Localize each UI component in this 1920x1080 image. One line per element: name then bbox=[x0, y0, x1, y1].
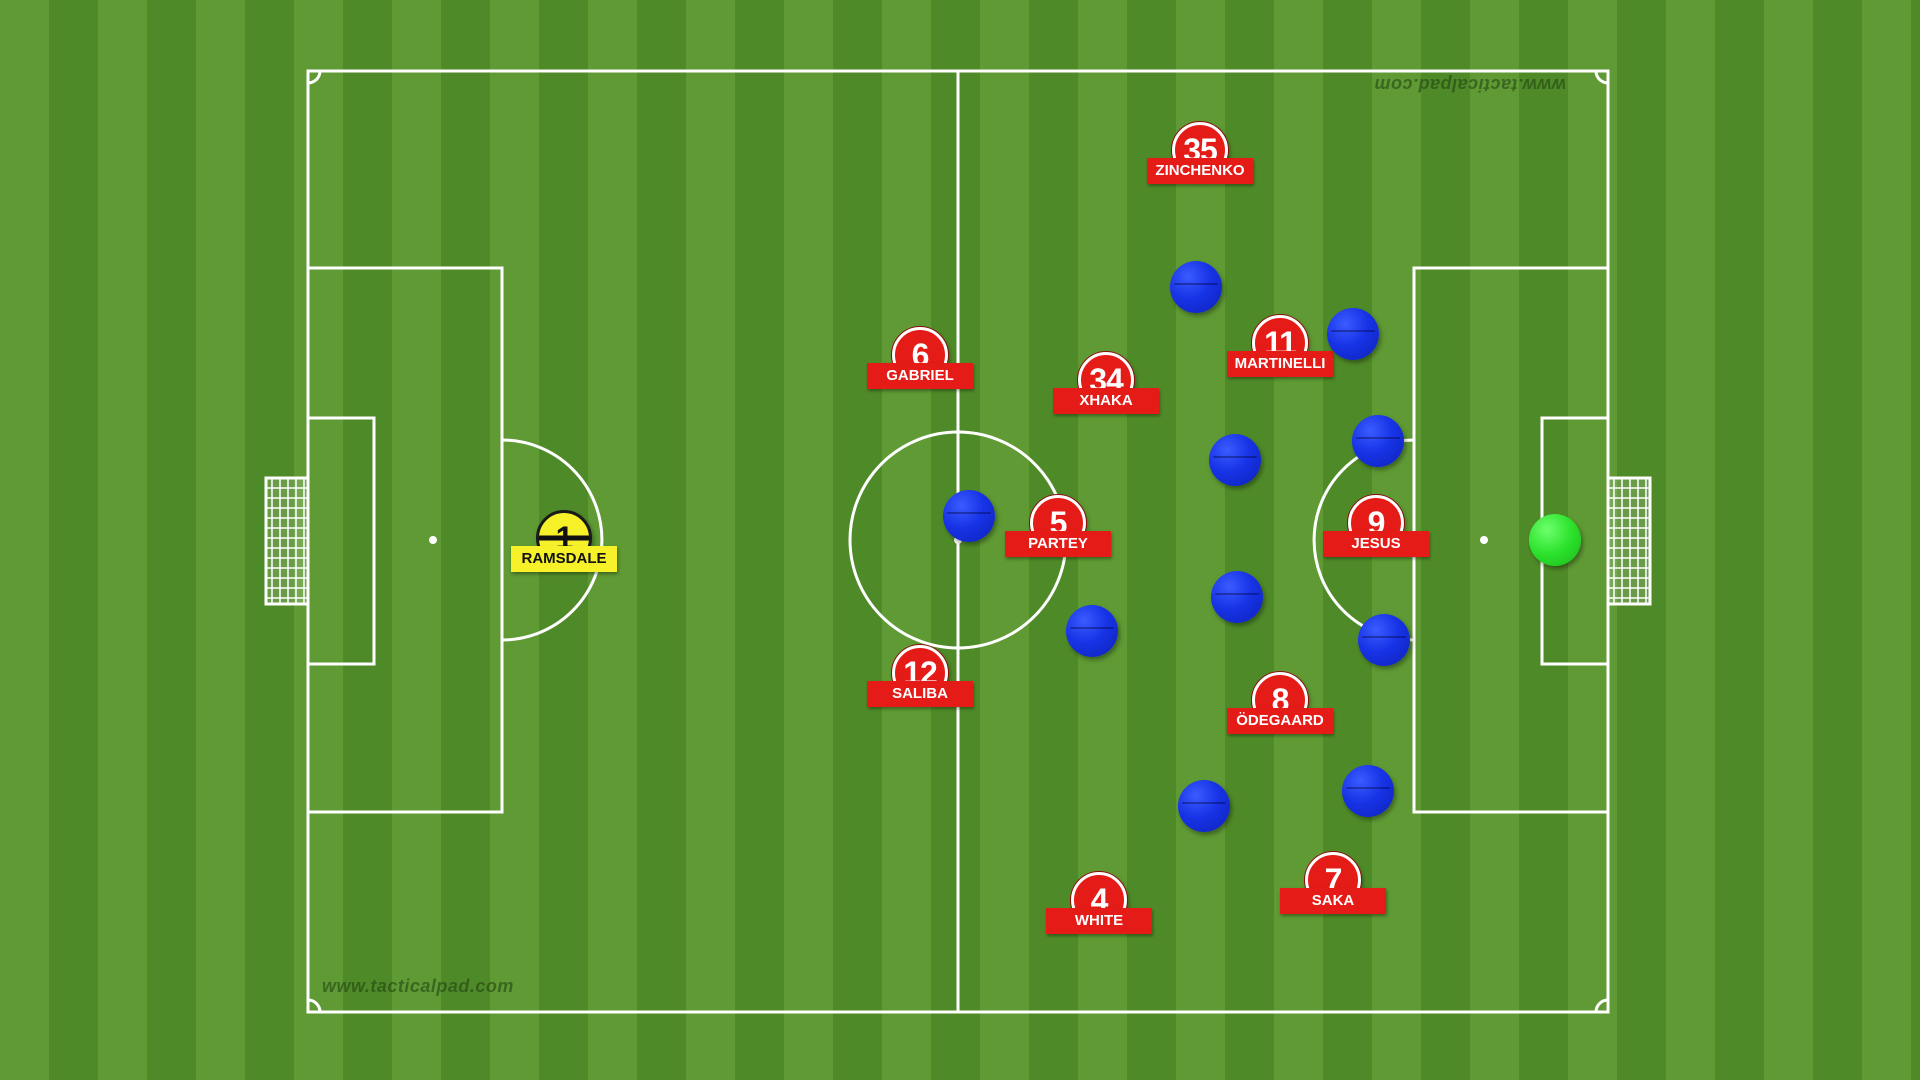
player-name-label: XHAKA bbox=[1053, 388, 1159, 414]
opponent-marker[interactable] bbox=[1352, 415, 1404, 467]
opponent-marker[interactable] bbox=[1342, 765, 1394, 817]
player-name-label: ÖDEGAARD bbox=[1227, 708, 1333, 734]
player-name-label: RAMSDALE bbox=[511, 546, 617, 572]
corner-arc-tl bbox=[307, 70, 322, 85]
opponent-marker[interactable] bbox=[943, 490, 995, 542]
left-penalty-spot bbox=[429, 536, 437, 544]
player-name-label: ZINCHENKO bbox=[1147, 158, 1253, 184]
opponent-goalkeeper-marker[interactable] bbox=[1529, 514, 1581, 566]
opponent-marker[interactable] bbox=[1358, 614, 1410, 666]
player-name-label: PARTEY bbox=[1005, 531, 1111, 557]
opponent-marker[interactable] bbox=[1066, 605, 1118, 657]
player-name-label: MARTINELLI bbox=[1227, 351, 1333, 377]
watermark-top: www.tacticalpad.com bbox=[1374, 75, 1566, 95]
player-name-label: GABRIEL bbox=[867, 363, 973, 389]
left-goal-area bbox=[306, 416, 376, 666]
player-name-label: SALIBA bbox=[867, 681, 973, 707]
right-goal-net bbox=[1606, 476, 1652, 606]
opponent-marker[interactable] bbox=[1327, 308, 1379, 360]
corner-arc-bl bbox=[307, 998, 322, 1013]
player-name-label: SAKA bbox=[1280, 888, 1386, 914]
opponent-marker[interactable] bbox=[1170, 261, 1222, 313]
left-penalty-area bbox=[306, 266, 504, 814]
corner-arc-br bbox=[1594, 998, 1609, 1013]
right-penalty-spot bbox=[1480, 536, 1488, 544]
player-name-label: WHITE bbox=[1046, 908, 1152, 934]
watermark-bottom: www.tacticalpad.com bbox=[322, 976, 514, 996]
opponent-marker[interactable] bbox=[1211, 571, 1263, 623]
opponent-marker[interactable] bbox=[1209, 434, 1261, 486]
opponent-marker[interactable] bbox=[1178, 780, 1230, 832]
left-goal-net bbox=[264, 476, 310, 606]
left-penalty-arc bbox=[501, 438, 604, 642]
corner-arc-tr bbox=[1594, 70, 1609, 85]
player-name-label: JESUS bbox=[1323, 531, 1429, 557]
